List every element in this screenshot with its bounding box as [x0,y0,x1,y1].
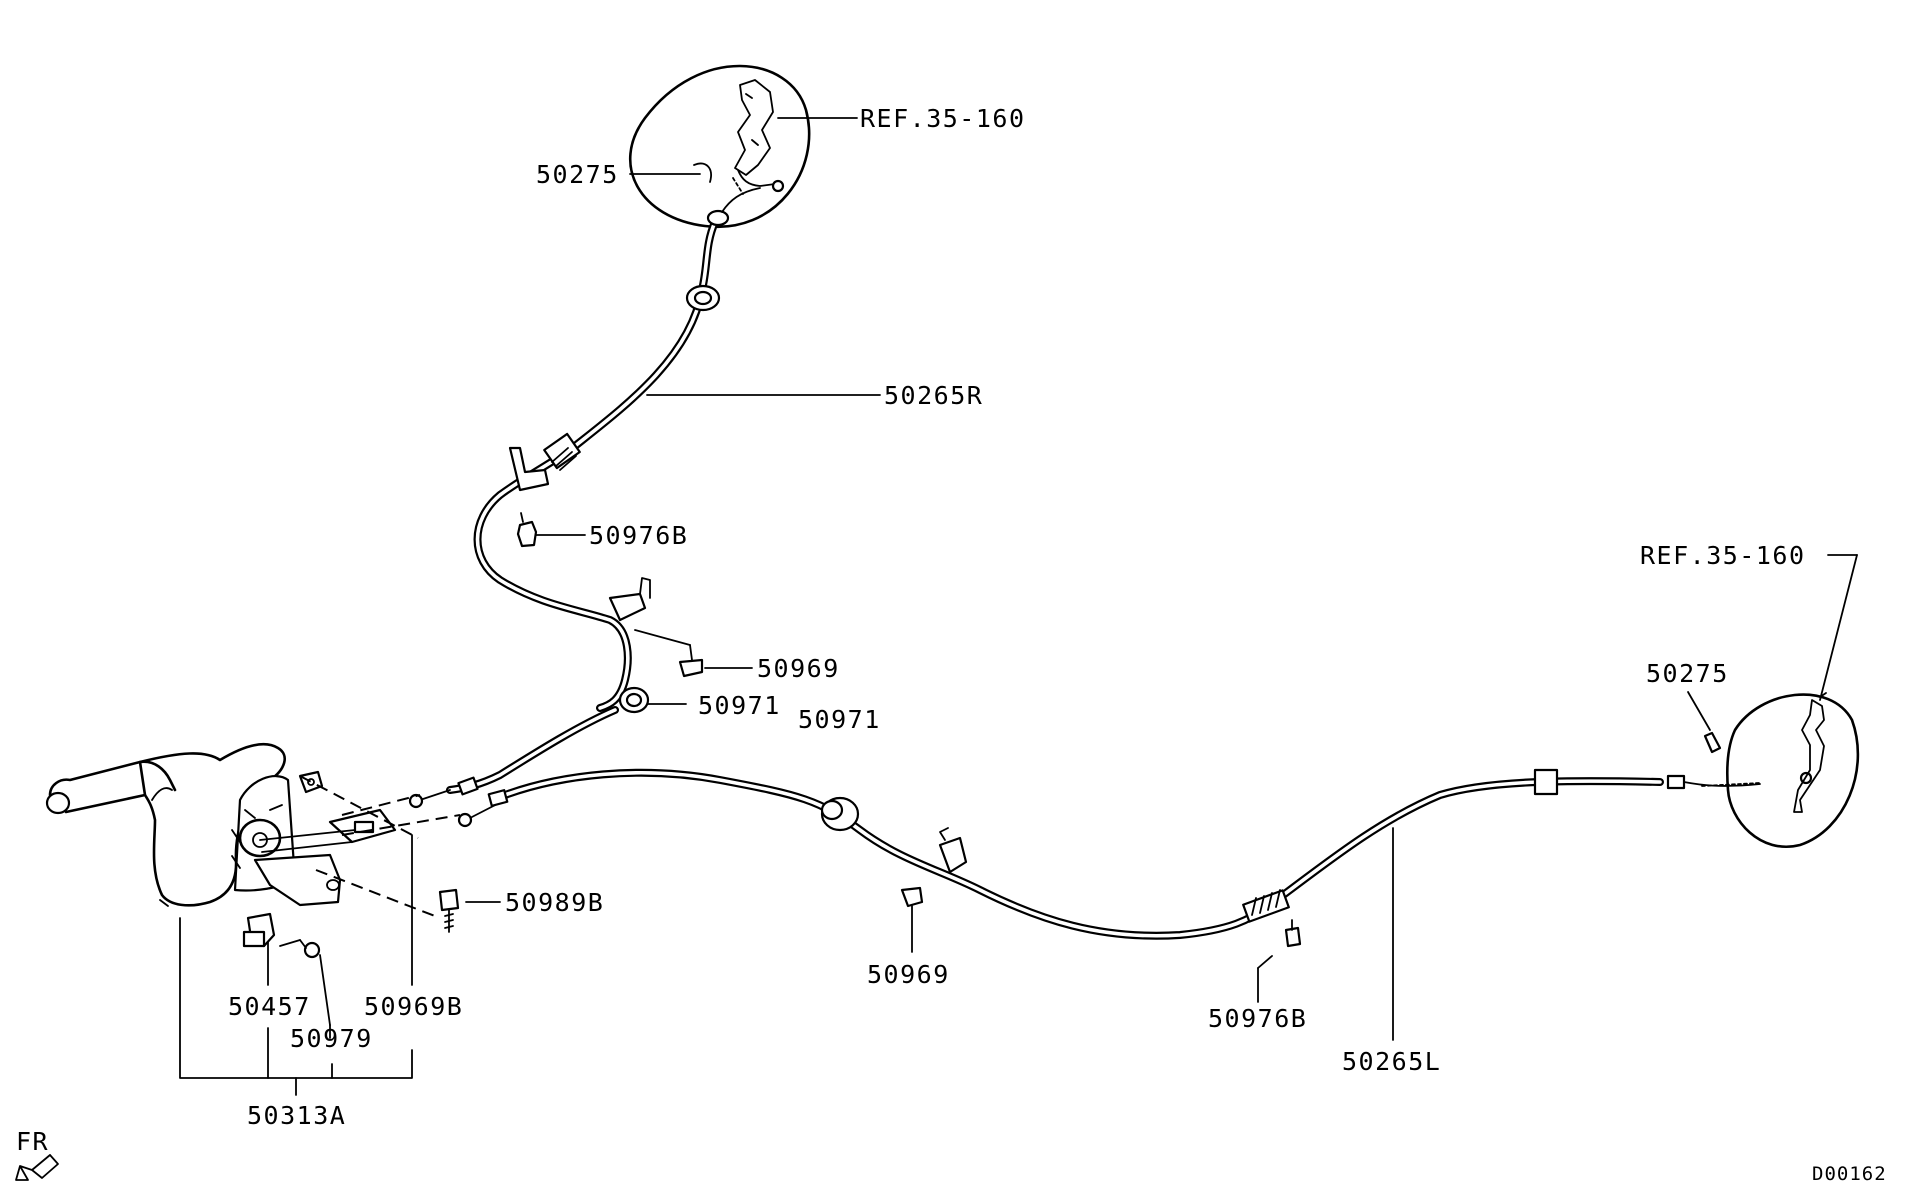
label-lever-assembly: 50313A [247,1101,346,1130]
label-nut-lever: 50969B [364,992,463,1021]
label-clip-grommet-upper: 50969 [757,654,840,683]
label-bolt-upper: 50976B [589,521,688,550]
cable-50265L [457,768,1813,940]
label-clip-lower-right: 50275 [1646,659,1729,688]
parking-brake-lever [45,742,461,959]
label-bolt-lower: 50976B [1208,1004,1307,1033]
label-cable-right: 50265R [884,381,983,410]
part-labels: REF.35-160 50275 50265R 50976B 50969 509… [16,104,1887,1185]
label-ref-lower: REF.35-160 [1640,541,1806,570]
label-clip-upper: 50275 [536,160,619,189]
leaders-lever [179,834,501,1096]
label-clip-lower: 50969 [867,960,950,989]
cable-50265R [408,179,785,809]
label-screw: 50979 [290,1024,373,1053]
label-cable-left: 50265L [1342,1047,1441,1076]
brake-drum-upper [628,64,811,229]
lower-fasteners [900,691,1722,1041]
label-drawing-code: D00162 [1812,1163,1887,1185]
label-switch: 50457 [228,992,311,1021]
brake-drum-lower [1725,554,1860,848]
leaders-upper [516,117,881,705]
label-bolt-lever: 50989B [505,888,604,917]
label-grommet-lower: 50971 [798,705,881,734]
label-grommet-upper: 50971 [698,691,781,720]
front-arrow-icon [15,1154,59,1181]
label-front-indicator: FR [16,1127,49,1156]
label-ref-upper: REF.35-160 [860,104,1026,133]
